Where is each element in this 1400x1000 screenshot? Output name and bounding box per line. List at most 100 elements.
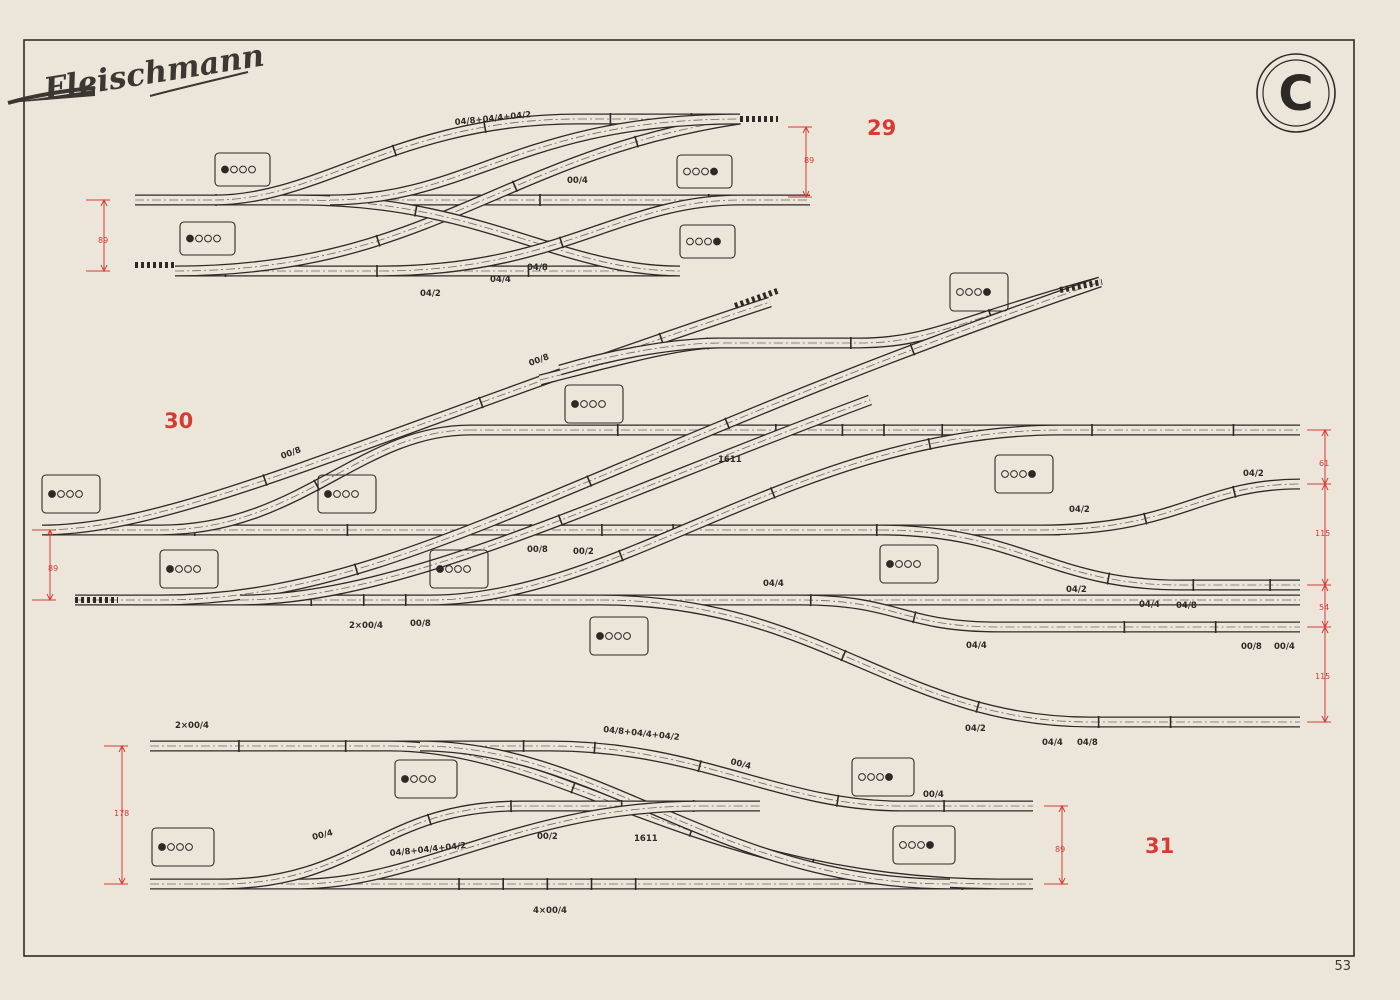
track-joint <box>483 120 487 133</box>
track-bed-inner <box>1039 479 1301 535</box>
piece-label: 00/4 <box>729 757 752 772</box>
track-piece <box>600 594 1300 633</box>
plan-number-29: 29 <box>867 116 896 140</box>
signal-lamp <box>589 400 597 408</box>
signal-lamp <box>248 165 256 174</box>
signal-lamp <box>686 237 694 246</box>
piece-label: 04/8 <box>1077 738 1098 748</box>
signal-lamp-icon <box>879 544 939 584</box>
dimension-label: 89 <box>98 236 108 245</box>
signal-lamp <box>186 234 194 243</box>
track-piece <box>299 800 701 890</box>
signal-lamp <box>175 565 183 573</box>
track-symbol-letter: C <box>1278 66 1313 122</box>
signal-housing <box>151 827 215 867</box>
signal-lamp-icon <box>394 759 458 799</box>
track-joint <box>835 794 840 807</box>
signal-housing <box>676 154 733 189</box>
page-frame <box>23 39 1355 957</box>
signal-lamp-icon <box>949 272 1009 312</box>
signal-layer <box>41 152 1054 867</box>
signal-lamp <box>917 841 925 849</box>
plan-number-30: 30 <box>164 409 193 433</box>
track-symbol-icon: C <box>1256 53 1336 133</box>
track-joint <box>1232 485 1237 498</box>
piece-label: 00/2 <box>573 547 594 557</box>
dimension-label: 89 <box>48 564 58 573</box>
track-joint <box>724 417 731 430</box>
brand-logo-text: Fleischmann <box>41 38 267 108</box>
piece-label: 04/2 <box>965 724 986 734</box>
dimension-line <box>788 125 812 199</box>
dimension-label: 115 <box>1315 672 1330 681</box>
signal-lamp <box>454 565 462 573</box>
signal-lamp <box>176 843 184 851</box>
signal-lamp-icon <box>151 827 215 867</box>
track-joint <box>769 487 776 499</box>
piece-label: 04/4 <box>490 275 511 285</box>
track-joint <box>478 396 484 409</box>
signal-lamp <box>419 775 427 783</box>
signal-lamp <box>876 773 884 781</box>
signal-lamp <box>204 234 212 243</box>
signal-lamp <box>342 490 350 498</box>
dimension-label: 89 <box>804 156 814 165</box>
piece-label: 00/8 <box>280 445 303 462</box>
signal-lamp <box>185 843 193 851</box>
signal-lamp <box>48 490 56 498</box>
signal-housing <box>564 384 624 424</box>
piece-label: 2×00/4 <box>175 721 209 731</box>
signal-lamp-icon <box>676 154 733 189</box>
track-joint <box>511 180 518 193</box>
dimension-label: 61 <box>1319 459 1329 468</box>
track-piece <box>419 740 951 890</box>
signal-lamp <box>75 490 83 498</box>
piece-label: 00/4 <box>311 828 334 843</box>
piece-label: 00/2 <box>537 832 558 842</box>
piece-label: 00/4 <box>923 790 944 800</box>
signal-lamp <box>221 165 229 174</box>
signal-lamp <box>692 167 700 176</box>
track-piece <box>599 594 1300 728</box>
piece-label: 00/8 <box>410 619 431 629</box>
piece-label: 04/2 <box>1069 505 1090 515</box>
signal-lamp-icon <box>851 757 915 797</box>
signal-housing <box>159 549 219 589</box>
signal-lamp <box>167 843 175 851</box>
signal-lamp <box>436 565 444 573</box>
signal-lamp <box>351 490 359 498</box>
track-joint <box>426 813 433 826</box>
track-joint <box>912 611 917 624</box>
track-piece <box>329 113 741 206</box>
signal-lamp <box>598 400 606 408</box>
signal-housing <box>429 549 489 589</box>
signal-lamp <box>886 560 894 568</box>
signal-lamp <box>614 632 622 640</box>
track-centerline <box>150 745 1033 807</box>
piece-label: 04/8 <box>1176 601 1197 611</box>
signal-lamp <box>445 565 453 573</box>
signal-housing <box>41 474 101 514</box>
signal-housing <box>394 759 458 799</box>
signal-lamp <box>913 560 921 568</box>
track-piece <box>239 394 872 606</box>
track-centerline <box>539 281 1101 381</box>
piece-label: 04/4 <box>763 579 784 589</box>
signal-housing <box>879 544 939 584</box>
dimension-line <box>86 198 110 273</box>
signal-housing <box>949 272 1009 312</box>
track-centerline <box>239 399 871 601</box>
signal-lamp-icon <box>679 224 736 259</box>
signal-lamp <box>701 167 709 176</box>
dimension-line <box>104 744 128 886</box>
signal-lamp <box>213 234 221 243</box>
piece-label: 1611 <box>634 834 658 844</box>
track-centerline <box>429 429 1061 601</box>
dimension-label: 89 <box>1055 845 1065 854</box>
track-joint <box>570 781 576 794</box>
track-continuation <box>1059 279 1103 293</box>
signal-lamp <box>1019 470 1027 478</box>
track-centerline <box>174 118 741 272</box>
track-bed <box>159 424 471 536</box>
